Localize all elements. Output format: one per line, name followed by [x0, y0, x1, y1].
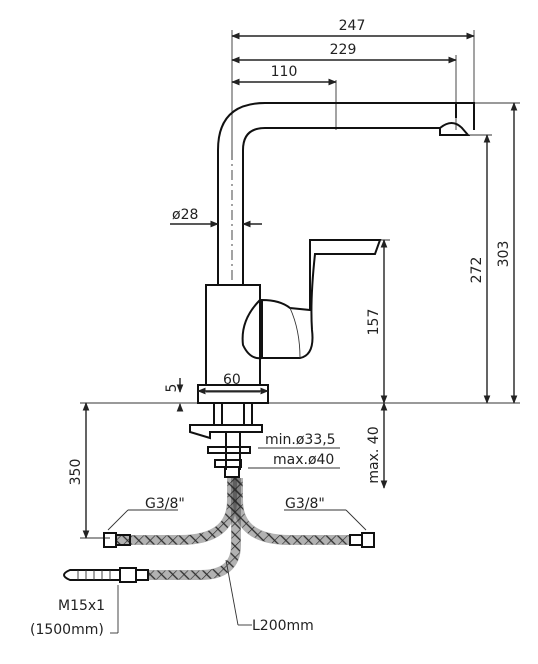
connector-label: M15x1	[58, 598, 105, 614]
dimension-60: 60	[223, 372, 241, 388]
thread-right-label: G3/8"	[285, 496, 325, 512]
hose-length-label: (1500mm)	[30, 622, 104, 638]
hose-labels: G3/8" G3/8" M15x1 (1500mm) L200mm	[30, 496, 367, 638]
top-dimensions: 247 229 110	[231, 18, 475, 160]
braided-hoses	[63, 478, 375, 583]
dimension-229: 229	[330, 42, 357, 58]
thread-left-label: G3/8"	[145, 496, 185, 512]
dimension-350: 350	[68, 459, 84, 486]
hole-labels: min.ø33,5 max.ø40	[248, 432, 340, 469]
depth-dimension: 350	[68, 402, 110, 539]
dimension-5: 5	[164, 384, 180, 393]
dimension-303: 303	[496, 241, 512, 268]
base-dimensions: ø28 60 5	[164, 207, 269, 412]
dimension-diameter-28: ø28	[172, 207, 198, 223]
faucet-body	[197, 102, 475, 404]
hole-max-label: max.ø40	[273, 452, 334, 468]
dimension-247: 247	[339, 18, 366, 34]
dimension-max-40: max. 40	[366, 426, 382, 483]
dimension-157: 157	[366, 309, 382, 336]
mounting-assembly	[189, 402, 263, 478]
dimension-110: 110	[271, 64, 298, 80]
dimension-272: 272	[469, 257, 485, 284]
hole-min-label: min.ø33,5	[265, 432, 336, 448]
flex-length-label: L200mm	[252, 618, 314, 634]
right-dimensions: 303 272 157 max. 40	[310, 102, 520, 489]
